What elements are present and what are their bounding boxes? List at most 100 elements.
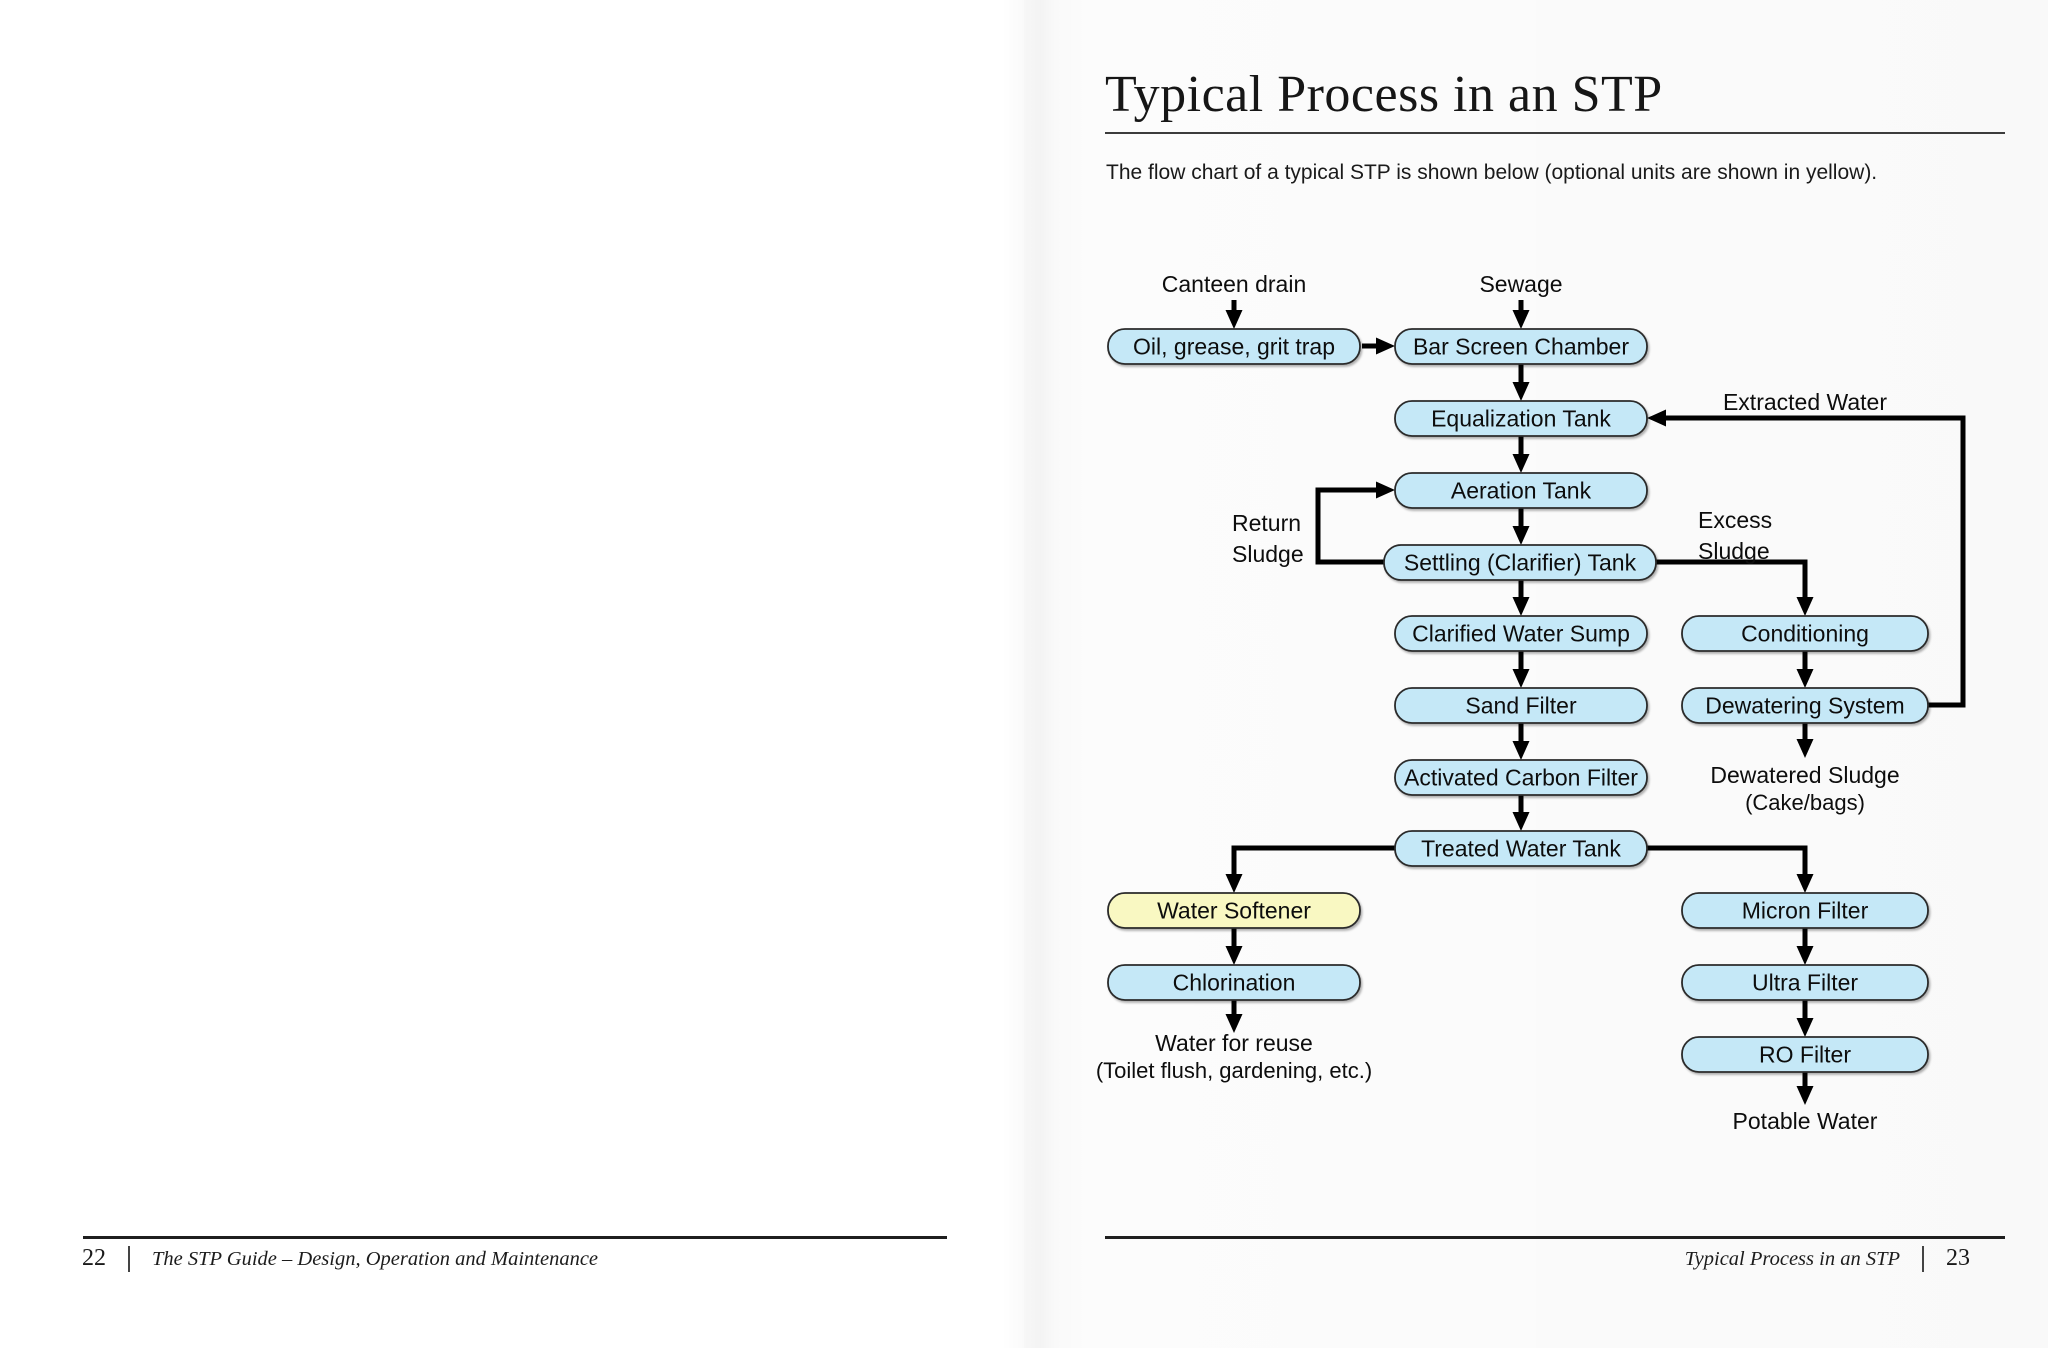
footer-left: 22 The STP Guide – Design, Operation and… (82, 1245, 598, 1272)
arrowhead-icon (1225, 946, 1243, 965)
svg-text:Sludge: Sludge (1232, 541, 1304, 567)
page-number-left: 22 (82, 1245, 106, 1271)
edge-settling-clarifier-tank--aeration-tank (1315, 481, 1395, 565)
node-ro-filter: RO Filter (1681, 1036, 1929, 1073)
svg-text:(Cake/bags): (Cake/bags) (1745, 790, 1865, 815)
intro-text: The flow chart of a typical STP is shown… (1106, 161, 1878, 184)
annotation-extracted-water: Extracted Water (1723, 389, 1887, 415)
arrowhead-icon (1225, 1014, 1243, 1033)
arrowhead-icon (1796, 739, 1814, 758)
node-label-settling-clarifier-tank: Settling (Clarifier) Tank (1404, 550, 1637, 576)
page-right (1024, 0, 2048, 1348)
svg-text:Excess: Excess (1698, 507, 1772, 533)
node-activated-carbon-filter: Activated Carbon Filter (1394, 759, 1648, 796)
title-rule (1105, 132, 2005, 134)
svg-text:Extracted Water: Extracted Water (1723, 389, 1887, 415)
node-label-ro-filter: RO Filter (1759, 1042, 1851, 1068)
arrowhead-icon (1512, 812, 1530, 831)
edge-conditioning--dewatering-system (1796, 651, 1814, 688)
edge-clarified-water-sump--sand-filter (1512, 651, 1530, 688)
page-left (0, 0, 1024, 1348)
node-conditioning: Conditioning (1681, 615, 1929, 652)
arrowhead-icon (1376, 337, 1395, 355)
arrowhead-icon (1512, 310, 1530, 329)
node-bar-screen-chamber: Bar Screen Chamber (1394, 328, 1648, 365)
edge-canteen-drain--oil-grease-grit-trap (1225, 300, 1243, 329)
edge-activated-carbon-filter--treated-water-tank (1512, 795, 1530, 831)
svg-text:(Toilet flush, gardening, etc.: (Toilet flush, gardening, etc.) (1096, 1058, 1372, 1083)
annotation-dewatered-sludge: Dewatered Sludge(Cake/bags) (1710, 762, 1899, 815)
svg-text:Return: Return (1232, 510, 1301, 536)
svg-text:Sewage: Sewage (1479, 271, 1562, 297)
node-settling-clarifier-tank: Settling (Clarifier) Tank (1383, 544, 1657, 581)
edge-ro-filter--potable-water (1796, 1072, 1814, 1105)
node-label-bar-screen-chamber: Bar Screen Chamber (1413, 334, 1629, 360)
footer-chapter-title: Typical Process in an STP (1684, 1248, 1900, 1270)
svg-text:Dewatered Sludge: Dewatered Sludge (1710, 762, 1899, 788)
annotation-canteen-drain: Canteen drain (1162, 271, 1307, 297)
svg-text:Potable Water: Potable Water (1733, 1108, 1878, 1134)
edge-equalization-tank--aeration-tank (1512, 436, 1530, 473)
node-label-aeration-tank: Aeration Tank (1451, 478, 1592, 504)
page-title: Typical Process in an STP (1105, 66, 1663, 123)
edge-oil-grease-grit-trap--bar-screen-chamber (1362, 337, 1395, 355)
arrowhead-icon (1376, 481, 1395, 499)
edge-settling-clarifier-tank--clarified-water-sump (1512, 580, 1530, 616)
node-label-activated-carbon-filter: Activated Carbon Filter (1404, 765, 1638, 791)
node-chlorination: Chlorination (1107, 964, 1361, 1001)
node-treated-water-tank: Treated Water Tank (1394, 830, 1648, 867)
edge-aeration-tank--settling-clarifier-tank (1512, 508, 1530, 545)
footer-right: Typical Process in an STP 23 (1105, 1245, 1970, 1272)
node-equalization-tank: Equalization Tank (1394, 400, 1648, 437)
page-number-right: 23 (1946, 1245, 1970, 1271)
arrowhead-icon (1796, 1018, 1814, 1037)
node-label-ultra-filter: Ultra Filter (1752, 970, 1858, 996)
node-label-sand-filter: Sand Filter (1465, 693, 1577, 719)
footer-separator-right (1922, 1246, 1924, 1272)
annotation-potable-water: Potable Water (1733, 1108, 1878, 1134)
arrowhead-icon (1512, 382, 1530, 401)
node-label-water-softener: Water Softener (1157, 898, 1311, 924)
arrowhead-icon (1796, 669, 1814, 688)
node-label-conditioning: Conditioning (1741, 621, 1869, 647)
node-label-treated-water-tank: Treated Water Tank (1421, 836, 1621, 862)
edge-treated-water-tank--micron-filter (1647, 845, 1814, 893)
edge-dewatering-system--equalization-tank (1647, 409, 1966, 708)
svg-text:Water for reuse: Water for reuse (1155, 1030, 1313, 1056)
edge-treated-water-tank--water-softener (1225, 845, 1395, 893)
arrowhead-icon (1512, 454, 1530, 473)
node-micron-filter: Micron Filter (1681, 892, 1929, 929)
footer-rule-left (83, 1236, 947, 1239)
edge-bar-screen-chamber--equalization-tank (1512, 364, 1530, 401)
node-label-equalization-tank: Equalization Tank (1431, 406, 1611, 432)
node-dewatering-system: Dewatering System (1681, 687, 1929, 724)
arrowhead-icon (1796, 1086, 1814, 1105)
arrowhead-icon (1796, 874, 1814, 893)
node-label-clarified-water-sump: Clarified Water Sump (1412, 621, 1630, 647)
node-clarified-water-sump: Clarified Water Sump (1394, 615, 1648, 652)
footer-book-title: The STP Guide – Design, Operation and Ma… (152, 1248, 599, 1270)
flowchart-edges (1225, 300, 1966, 1105)
arrowhead-icon (1512, 741, 1530, 760)
node-label-micron-filter: Micron Filter (1742, 898, 1869, 924)
node-water-softener: Water Softener (1107, 892, 1361, 929)
node-sand-filter: Sand Filter (1394, 687, 1648, 724)
node-label-oil-grease-grit-trap: Oil, grease, grit trap (1133, 334, 1335, 360)
arrowhead-icon (1512, 526, 1530, 545)
edge-ultra-filter--ro-filter (1796, 1000, 1814, 1037)
arrowhead-icon (1512, 669, 1530, 688)
edge-settling-clarifier-tank--conditioning (1656, 559, 1814, 616)
node-aeration-tank: Aeration Tank (1394, 472, 1648, 509)
svg-text:Canteen drain: Canteen drain (1162, 271, 1307, 297)
node-ultra-filter: Ultra Filter (1681, 964, 1929, 1001)
edge-sewage--bar-screen-chamber (1512, 300, 1530, 329)
footer-separator-left (128, 1246, 130, 1272)
edge-sand-filter--activated-carbon-filter (1512, 723, 1530, 760)
arrowhead-icon (1225, 310, 1243, 329)
arrowhead-icon (1796, 946, 1814, 965)
